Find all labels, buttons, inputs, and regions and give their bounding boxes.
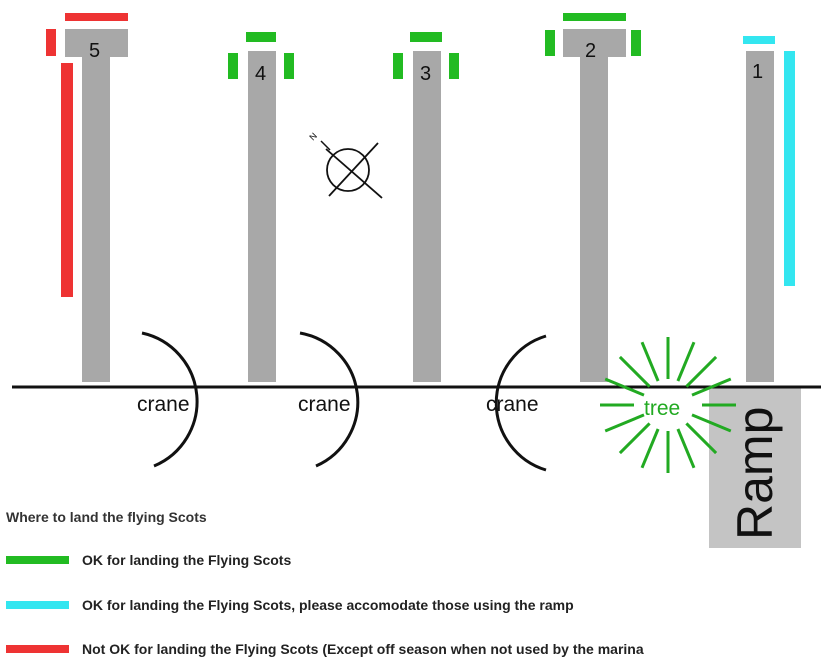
crane-3-label: crane: [486, 393, 539, 416]
legend-item-not-ok: Not OK for landing the Flying Scots (Exc…: [6, 641, 644, 657]
dock-3: 3: [393, 32, 459, 382]
tree-ray: [691, 377, 732, 397]
legend-item-ok: OK for landing the Flying Scots: [6, 552, 291, 568]
compass-icon: N: [307, 131, 383, 199]
legend: Where to land the flying Scots OK for la…: [6, 509, 644, 657]
dock-3-pier: [413, 51, 441, 382]
tree-ray: [685, 355, 718, 388]
tree-ray: [640, 428, 660, 469]
dock-1-pier: [746, 51, 774, 382]
tree-ray: [604, 377, 645, 397]
legend-text-not-ok: Not OK for landing the Flying Scots (Exc…: [82, 641, 644, 657]
legend-swatch-not-ok: [6, 645, 69, 653]
tree-ray: [691, 413, 732, 433]
compass-north-label: N: [307, 131, 319, 143]
dock-4-marker-left: [228, 53, 238, 79]
legend-item-ok-ramp: OK for landing the Flying Scots, please …: [6, 597, 574, 613]
dock-1-marker-top: [743, 36, 775, 44]
tree-label: tree: [644, 397, 680, 420]
dock-4-pier: [248, 51, 276, 382]
dock-2-marker-left: [545, 30, 555, 56]
dock-5-marker-side: [61, 63, 73, 297]
dock-5-marker-left: [46, 29, 56, 56]
dock-4-marker-right: [284, 53, 294, 79]
dock-2-pier: [580, 57, 608, 382]
dock-3-marker-left: [393, 53, 403, 79]
tree: tree: [600, 337, 736, 473]
dock-1: 1: [743, 36, 795, 382]
dock-1-marker-side: [784, 51, 795, 286]
crane-2-arc: [299, 331, 360, 468]
dock-3-marker-right: [449, 53, 459, 79]
crane-3-arc: [494, 334, 547, 472]
legend-title: Where to land the flying Scots: [6, 509, 207, 525]
tree-ray: [685, 422, 718, 455]
dock-5-marker-top: [65, 13, 128, 21]
dock-5-pier: [82, 57, 110, 382]
dock-5-number: 5: [89, 40, 100, 62]
legend-swatch-ok-ramp: [6, 601, 69, 609]
tree-ray: [604, 413, 645, 433]
legend-text-ok: OK for landing the Flying Scots: [82, 552, 291, 568]
dock-1-number: 1: [752, 61, 763, 83]
dock-4-marker-top: [246, 32, 276, 42]
crane-1: crane: [137, 331, 199, 468]
tree-ray: [618, 422, 651, 455]
tree-ray: [640, 341, 660, 382]
tree-rays: [600, 337, 736, 473]
dock-2-marker-top: [563, 13, 626, 21]
crane-1-label: crane: [137, 393, 190, 416]
dock-2-marker-right: [631, 30, 641, 56]
crane-3: crane: [486, 334, 547, 472]
tree-ray: [676, 341, 696, 382]
tree-ray: [618, 355, 651, 388]
crane-2: crane: [298, 331, 360, 468]
legend-text-ok-ramp: OK for landing the Flying Scots, please …: [82, 597, 574, 613]
dock-4-number: 4: [255, 63, 266, 85]
dock-2-number: 2: [585, 40, 596, 62]
ramp-area: [709, 388, 801, 548]
dock-5: 5: [46, 13, 128, 382]
dock-2-head: [563, 29, 626, 57]
dock-3-number: 3: [420, 63, 431, 85]
crane-2-label: crane: [298, 393, 351, 416]
tree-ray: [676, 428, 696, 469]
dock-4: 4: [228, 32, 294, 382]
dock-3-marker-top: [410, 32, 442, 42]
dock-2: 2: [545, 13, 641, 382]
legend-swatch-ok: [6, 556, 69, 564]
dock-5-head: [65, 29, 128, 57]
crane-1-arc: [141, 331, 199, 468]
ramp-label: Ramp: [727, 407, 783, 540]
